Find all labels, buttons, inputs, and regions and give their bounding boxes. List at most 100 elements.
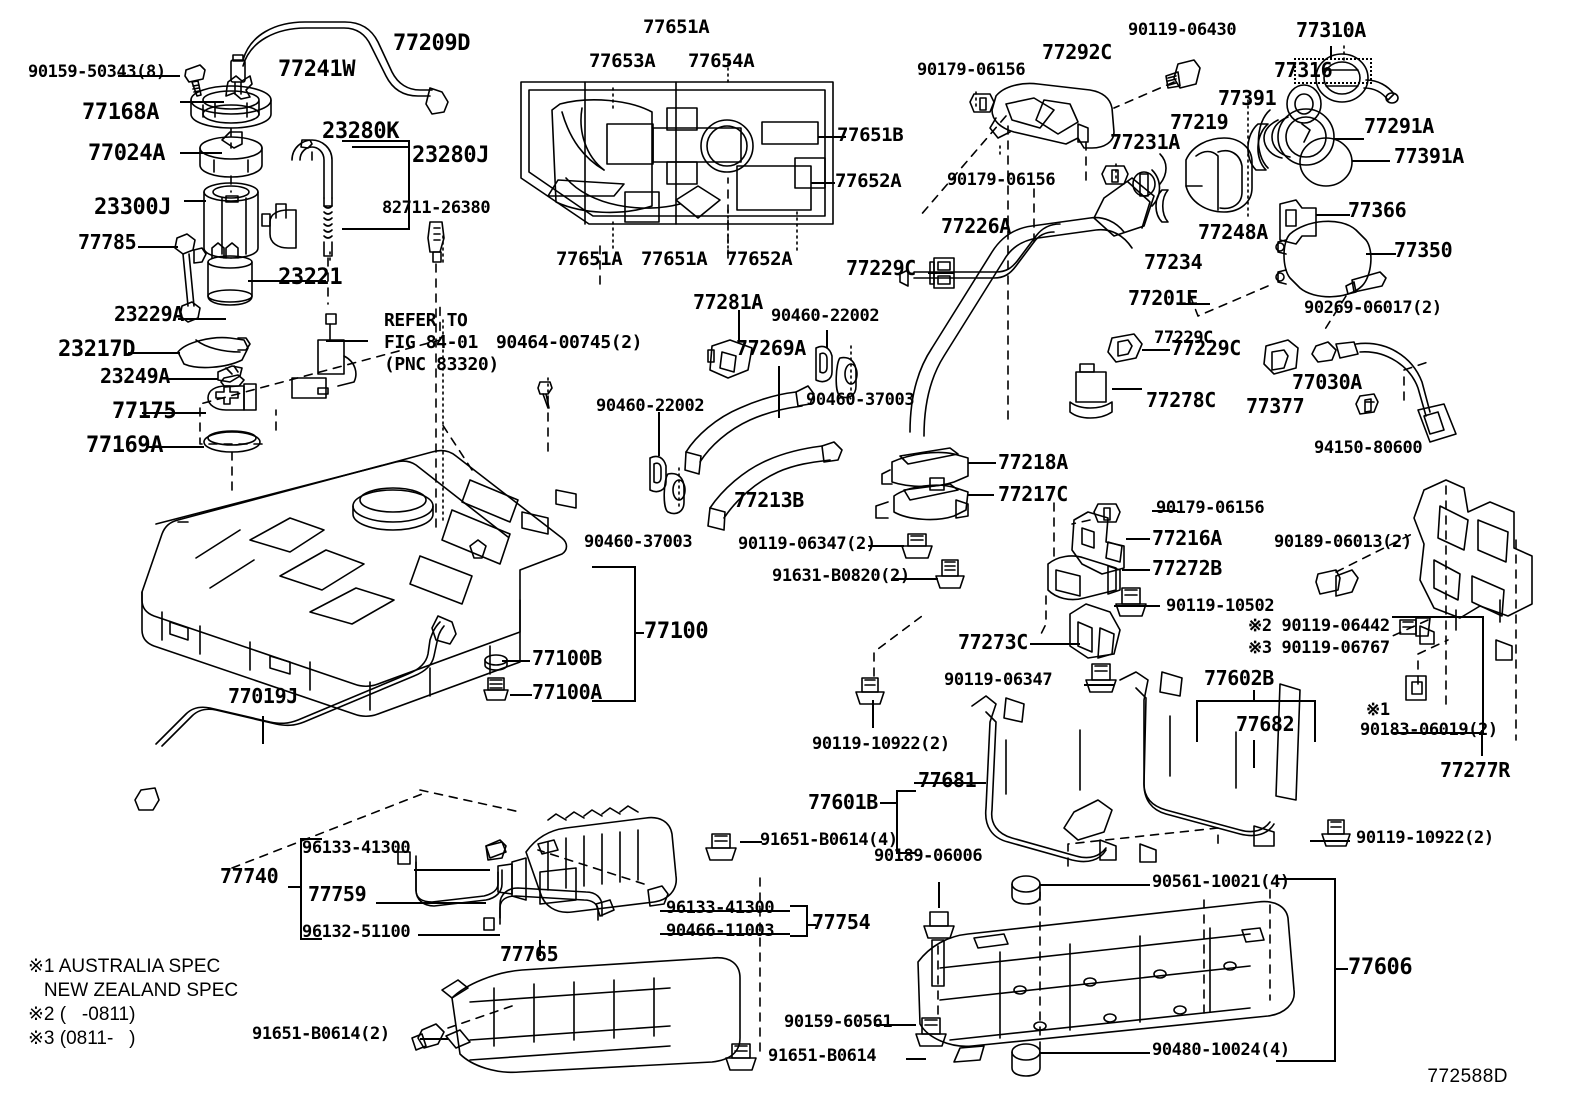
leader <box>168 378 218 380</box>
leader <box>1352 160 1390 162</box>
label-77292C: 77292C <box>1042 40 1112 64</box>
part-91631-B0820-bolt <box>936 560 964 588</box>
label-90189-06006: 90189-06006 <box>874 846 983 866</box>
leader <box>872 700 874 728</box>
part-23300J-filter <box>204 183 258 258</box>
part-77231A-grommet <box>1133 172 1155 196</box>
label-77019J: 77019J <box>228 684 298 708</box>
label-77278C: 77278C <box>1146 388 1216 412</box>
label-77234: 77234 <box>1144 250 1203 274</box>
part-77019J-fuel-line <box>135 616 456 810</box>
part-23229A-clip <box>221 375 244 387</box>
part-96133-41300-clip-b <box>648 886 668 906</box>
label-77218A: 77218A <box>998 450 1068 474</box>
label-77681: 77681 <box>918 768 977 792</box>
label-77269A: 77269A <box>736 336 806 360</box>
label-90119-10922-a: 90119-10922(2) <box>812 734 950 754</box>
label-77219: 77219 <box>1170 110 1229 134</box>
part-77291A-retainer <box>1264 109 1334 165</box>
part-90480-10024-grommet <box>1012 1044 1040 1076</box>
diagram-id: 772588D <box>1427 1066 1508 1087</box>
part-77219-protector <box>1186 138 1252 212</box>
leader <box>502 660 530 662</box>
label-91651-B0614-4: 91651-B0614(4) <box>760 830 898 850</box>
part-77234-ring <box>1156 190 1168 222</box>
part-77100-fuel-tank <box>142 451 576 717</box>
part-91651-B0614-bolt-c <box>706 834 736 860</box>
leader <box>146 446 204 448</box>
group-bracket-23280J <box>342 140 410 230</box>
label-77602B: 77602B <box>1204 666 1274 690</box>
leader <box>248 280 326 282</box>
part-77366-clip <box>1280 200 1316 244</box>
leader <box>894 578 938 580</box>
label-77652A-bottom: 77652A <box>726 248 793 270</box>
label-77682: 77682 <box>1236 712 1295 736</box>
label-90460-37003-b: 90460-37003 <box>584 532 693 552</box>
label-77209D: 77209D <box>393 31 471 56</box>
label-77100: 77100 <box>644 619 709 644</box>
label-77606: 77606 <box>1348 955 1413 980</box>
part-90119-10922-bolt-b <box>1322 820 1350 846</box>
part-77316-gasket <box>1287 85 1321 123</box>
part-77759-hose <box>398 842 506 906</box>
part-91651-B0614-bolt-a <box>412 1024 444 1050</box>
label-refer-to-line1: REFER TO <box>384 310 468 331</box>
group-bracket-77754 <box>790 905 808 937</box>
label-96133-41300-a: 96133-41300 <box>302 838 411 858</box>
label-90460-37003-a: 90460-37003 <box>806 390 915 410</box>
part-77213B-hose <box>708 442 842 530</box>
spec-note-4: ※3 (0811- ) <box>28 1028 136 1049</box>
label-77213B: 77213B <box>734 488 804 512</box>
label-77350: 77350 <box>1394 238 1453 262</box>
group-bracket-77606 <box>1276 878 1336 1062</box>
part-77272B-bracket <box>1048 556 1120 600</box>
label-96132-51100: 96132-51100 <box>302 922 411 942</box>
label-77651A-b1: 77651A <box>556 248 623 270</box>
label-77226A: 77226A <box>941 214 1011 238</box>
part-77765-shield <box>442 958 740 1073</box>
label-91631-B0820: 91631-B0820(2) <box>772 566 910 586</box>
leader <box>1040 884 1150 886</box>
leader <box>180 101 224 103</box>
leader <box>806 924 816 926</box>
label-77217C: 77217C <box>998 482 1068 506</box>
part-90179-06156-nut-b <box>1102 166 1128 184</box>
group-bracket-77602B <box>1196 700 1316 742</box>
part-90460-22002-clamp-a <box>816 346 832 381</box>
label-77652A-right: 77652A <box>835 170 902 192</box>
label-90119-06347-2: 90119-06347(2) <box>738 534 876 554</box>
leader <box>778 366 780 418</box>
label-90460-22002-a: 90460-22002 <box>771 306 880 326</box>
group-bracket-77277R <box>1392 616 1484 734</box>
leader <box>262 716 264 744</box>
part-23249A-clip <box>218 366 242 382</box>
label-23221: 23221 <box>278 265 343 290</box>
leader <box>874 1024 916 1026</box>
group-bracket-77100 <box>592 566 636 702</box>
label-x3-90119-06767: ※3 90119-06767 <box>1248 638 1390 658</box>
label-90179-06156-b: 90179-06156 <box>947 170 1056 190</box>
label-77248A: 77248A <box>1198 220 1268 244</box>
part-23280J-hose <box>262 140 332 256</box>
label-77291A: 77291A <box>1364 114 1434 138</box>
part-77218A-bracket <box>882 448 968 490</box>
label-94150-80600: 94150-80600 <box>1314 438 1423 458</box>
leader <box>1316 214 1350 216</box>
label-x2-90119-06442: ※2 90119-06442 <box>1248 616 1390 636</box>
spec-note-1: ※1 AUSTRALIA SPEC <box>28 956 221 977</box>
part-90269-06017-screw <box>1346 272 1386 294</box>
label-23249A: 23249A <box>100 364 170 388</box>
label-23280K: 23280K <box>322 119 400 144</box>
label-77229C-b: 77229C <box>1171 336 1241 360</box>
leader <box>634 632 644 634</box>
leader <box>811 182 835 184</box>
label-77785: 77785 <box>78 230 137 254</box>
leader <box>1112 388 1142 390</box>
label-77653A: 77653A <box>589 50 656 72</box>
part-90179-06156-nut-a <box>970 94 994 112</box>
label-77168A: 77168A <box>82 100 160 125</box>
leader <box>418 934 500 936</box>
label-90480-10024: 90480-10024(4) <box>1152 1040 1290 1060</box>
part-77100B-washer <box>485 655 507 670</box>
